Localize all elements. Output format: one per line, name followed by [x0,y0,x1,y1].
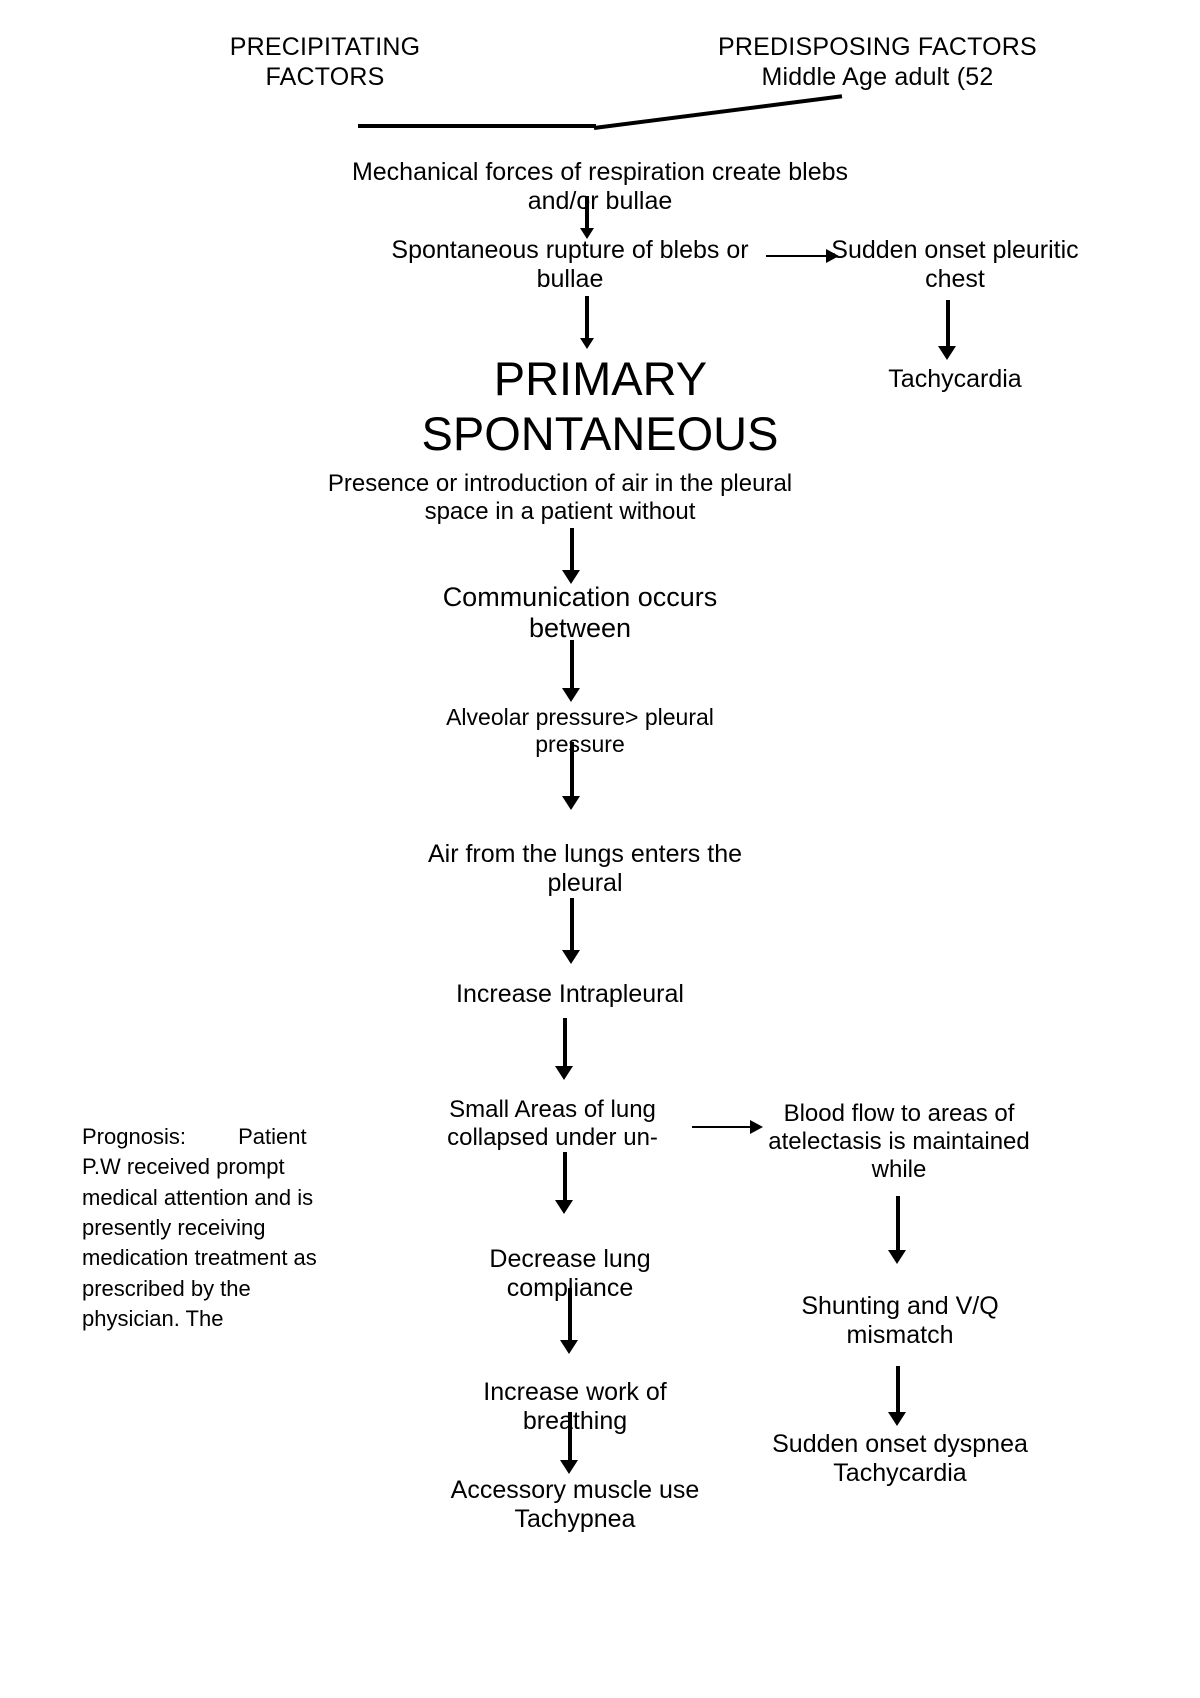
arrow-pleuritic-to-tachycardia-line [946,300,950,350]
node-alveolar-pressure-text: Alveolar pressure> pleural pressure [446,704,714,757]
node-small-areas-collapsed: Small Areas of lung collapsed under un- [415,1096,690,1154]
header-precipitating-factors: PRECIPITATING FACTORS [200,32,450,100]
node-decrease-compliance: Decrease lung compliance [440,1245,700,1303]
arrow-alveolar-to-air-line [570,742,574,800]
prognosis-block: Prognosis: Patient P.W received prompt m… [82,1122,318,1432]
node-mechanical-forces-text: Mechanical forces of respiration create … [351,158,849,215]
node-blood-flow-atelectasis: Blood flow to areas of atelectasis is ma… [768,1100,1030,1196]
node-tachycardia-text: Tachycardia [888,365,1022,393]
node-increase-intrapleural-text: Increase Intrapleural [456,980,684,1008]
header-underline-slant [593,94,843,130]
node-accessory-muscle-use-text: Accessory muscle use Tachypnea [450,1476,700,1532]
node-sudden-onset-dyspnea-text: Sudden onset dyspnea Tachycardia [772,1430,1028,1487]
node-communication: Communication occurs between [400,582,760,644]
header-predisposing-label: PREDISPOSING FACTORS [718,33,1037,61]
node-tachycardia: Tachycardia [830,365,1080,399]
node-decrease-compliance-text: Decrease lung compliance [489,1245,651,1302]
node-presence-of-air-text: Presence or introduction of air in the p… [327,470,793,525]
node-sudden-onset-dyspnea: Sudden onset dyspnea Tachycardia [770,1430,1030,1522]
node-shunting-vq-mismatch: Shunting and V/Q mismatch [770,1292,1030,1354]
node-blood-flow-atelectasis-text: Blood flow to areas of atelectasis is ma… [768,1100,1030,1183]
node-small-areas-collapsed-text: Small Areas of lung collapsed under un- [447,1096,658,1151]
header-predisposing-sub-label: Middle Age adult (52 [761,63,994,91]
node-air-from-lungs-text: Air from the lungs enters the pleural [427,840,743,897]
arrow-mechanical-to-rupture-head [580,228,594,239]
header-predisposing-factors: PREDISPOSING FACTORS [700,32,1055,64]
arrow-shunting-to-dyspnea-head [888,1412,906,1426]
header-precipitating-line1: PRECIPITATING [229,33,421,61]
arrow-pleuritic-to-tachycardia-head [938,346,956,360]
arrow-alveolar-to-air-head [562,796,580,810]
arrow-shunting-to-dyspnea-line [896,1366,900,1416]
node-mechanical-forces: Mechanical forces of respiration create … [330,158,870,220]
arrow-rupture-to-pleuritic-head [826,249,839,263]
arrow-increase-to-small-areas-line [563,1018,567,1070]
center-title-line1: PRIMARY [493,352,707,405]
center-title-line2: SPONTANEOUS [421,406,779,460]
node-air-from-lungs: Air from the lungs enters the pleural [410,840,760,898]
prognosis-heading: Prognosis: [82,1124,186,1149]
node-sudden-onset-pleuritic: Sudden onset pleuritic chest [830,236,1080,298]
arrow-small-areas-to-blood-flow-line [692,1126,752,1128]
arrow-small-areas-to-decrease-head [555,1200,573,1214]
node-increase-intrapleural: Increase Intrapleural [440,980,700,1038]
arrow-communication-to-alveolar-head [562,688,580,702]
arrow-rupture-to-primary-head [580,338,594,349]
node-increase-work-breathing-text: Increase work of breathing [483,1378,667,1434]
node-spontaneous-rupture-text: Spontaneous rupture of blebs or bullae [391,236,749,293]
node-communication-text: Communication occurs between [442,582,718,644]
arrow-decrease-to-work-line [568,1288,572,1344]
center-title-primary-spontaneous: PRIMARY SPONTANEOUS [330,352,870,462]
arrow-presence-to-communication-head [562,570,580,584]
node-sudden-onset-pleuritic-text: Sudden onset pleuritic chest [831,236,1079,293]
arrow-blood-flow-to-shunting-head [888,1250,906,1264]
arrow-increase-to-small-areas-head [555,1066,573,1080]
node-alveolar-pressure: Alveolar pressure> pleural pressure [420,704,740,762]
arrow-rupture-to-primary-line [585,296,589,342]
node-spontaneous-rupture: Spontaneous rupture of blebs or bullae [360,236,780,298]
arrow-presence-to-communication-line [570,528,574,574]
node-accessory-muscle-use: Accessory muscle use Tachypnea [400,1476,750,1532]
node-presence-of-air: Presence or introduction of air in the p… [305,470,815,532]
arrow-rupture-to-pleuritic-line [766,255,828,257]
header-predisposing-sub: Middle Age adult (52 [700,62,1055,96]
arrow-work-to-accessory-line [568,1412,572,1464]
arrow-work-to-accessory-head [560,1460,578,1474]
header-precipitating-line2: FACTORS [265,63,385,91]
arrow-small-areas-to-decrease-line [563,1152,567,1204]
arrow-air-to-increase-line [570,898,574,954]
prognosis-body: Patient P.W received prompt medical atte… [82,1124,317,1332]
arrow-mechanical-to-rupture-line [585,196,589,230]
arrow-blood-flow-to-shunting-line [896,1196,900,1254]
arrow-small-areas-to-blood-flow-head [750,1120,763,1134]
header-underline-horizontal [358,124,596,128]
arrow-communication-to-alveolar-line [570,640,574,692]
node-shunting-vq-mismatch-text: Shunting and V/Q mismatch [801,1292,999,1349]
node-increase-work-breathing: Increase work of breathing [430,1378,720,1434]
arrow-decrease-to-work-head [560,1340,578,1354]
arrow-air-to-increase-head [562,950,580,964]
